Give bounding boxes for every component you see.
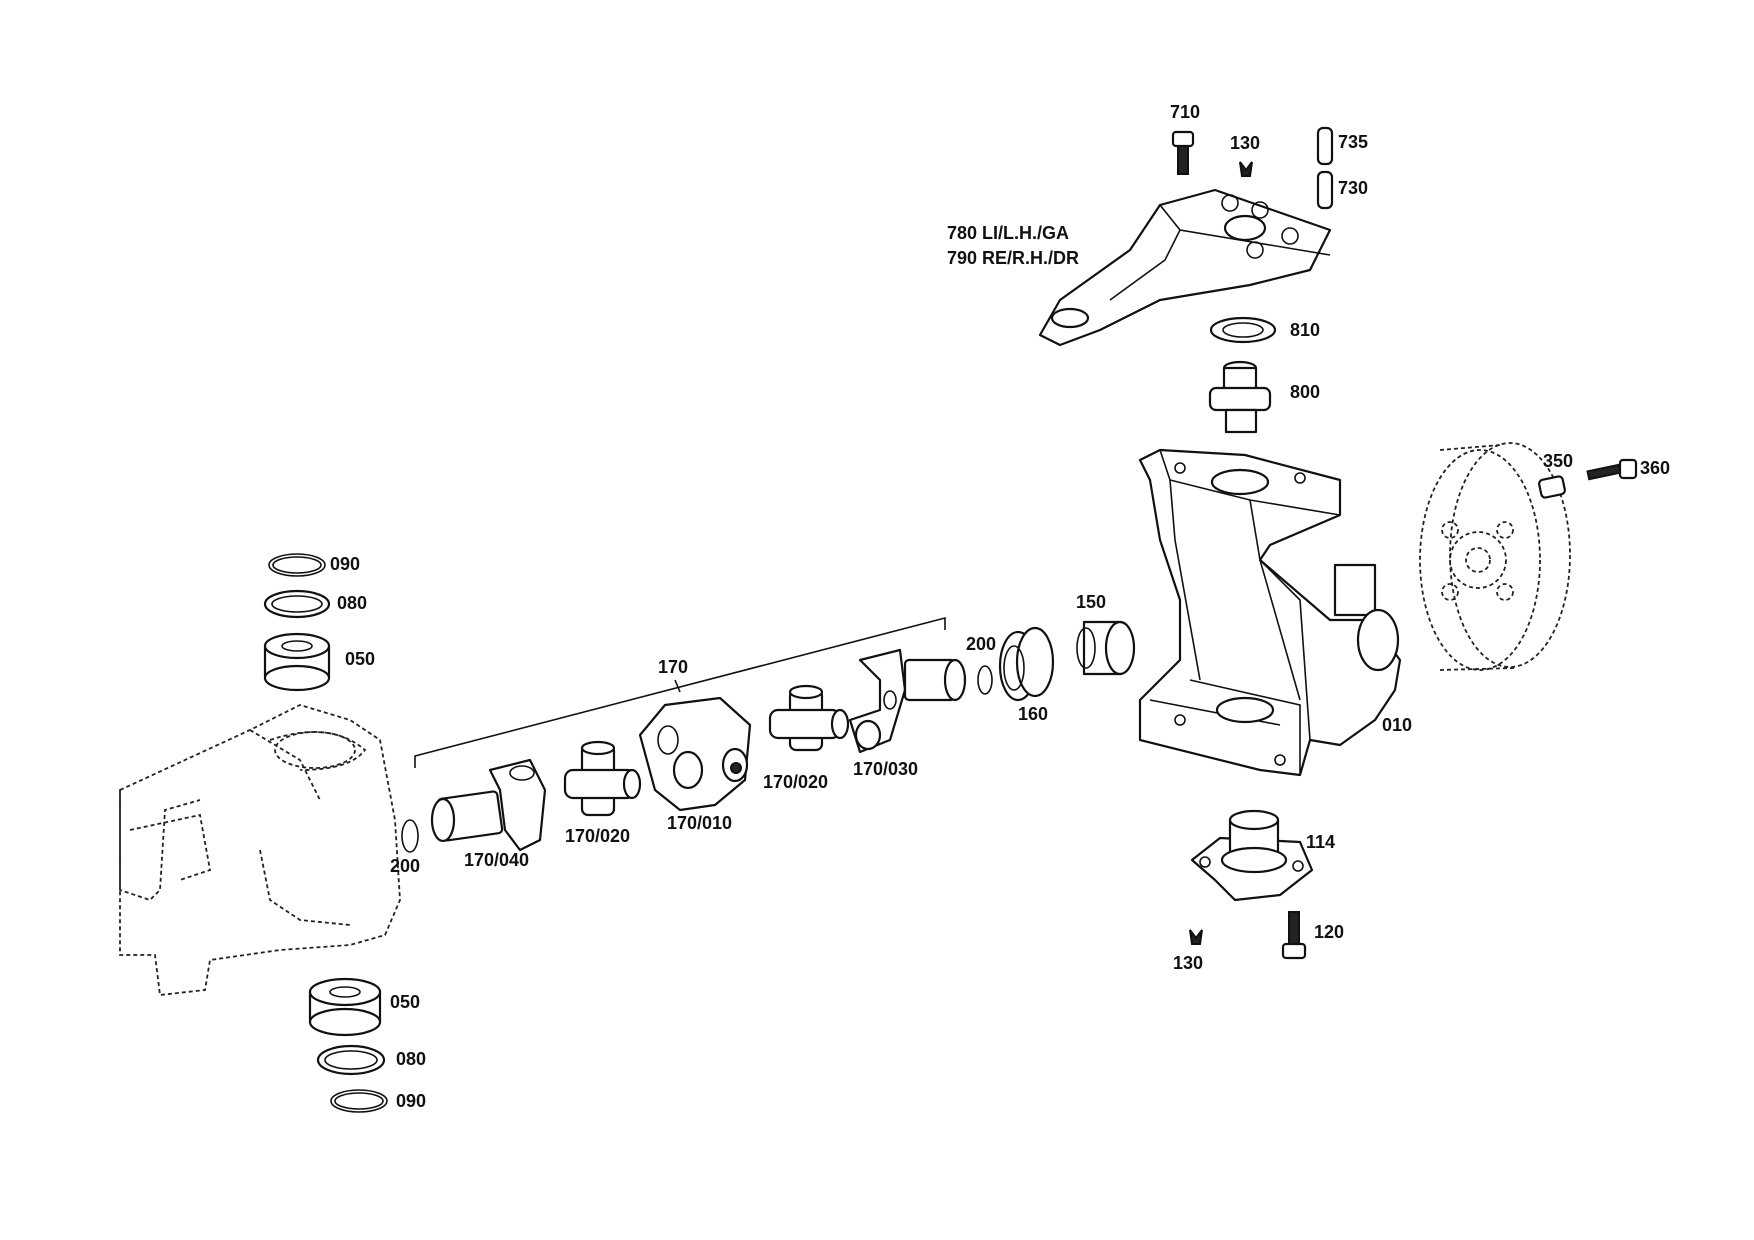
steering-arm [1038,188,1332,347]
label-200-right: 200 [966,634,996,654]
label-080-bottom: 080 [396,1049,426,1069]
label-010: 010 [1382,715,1412,735]
seal-160 [998,626,1055,702]
label-790: 790 RE/R.H./DR [947,248,1079,268]
label-735: 735 [1338,132,1368,152]
label-090-top: 090 [330,554,360,574]
grease-nipple-130-bottom [1189,929,1203,945]
part-labels: 710 130 735 730 780 LI/L.H./GA 790 RE/R.… [330,102,1670,1111]
label-730: 730 [1338,178,1368,198]
label-050-top: 050 [345,649,375,669]
o-ring-090-bottom [330,1089,388,1113]
wheel-hub-outline [1419,442,1571,671]
o-ring-090-top [268,553,326,577]
label-114: 114 [1306,832,1335,852]
pin-735 [1316,126,1334,166]
lower-king-pin-114 [1190,809,1314,902]
label-170-020-right: 170/020 [763,772,828,792]
label-170-030: 170/030 [853,759,918,779]
label-170-040: 170/040 [464,850,529,870]
pin-730 [1316,170,1334,210]
steering-knuckle-010 [1138,448,1402,777]
label-200-left: 200 [390,856,420,876]
label-170-020-left: 170/020 [565,826,630,846]
cross-170-020-right [768,684,850,752]
label-800: 800 [1290,382,1320,402]
bearing-050-bottom [308,977,382,1037]
label-050-bottom: 050 [390,992,420,1012]
king-pin-800 [1208,360,1272,434]
yoke-170-040 [430,758,547,852]
snap-ring-200-right [977,665,993,695]
label-350: 350 [1543,451,1573,471]
needle-bearing-150 [1076,620,1136,676]
label-130-top: 130 [1230,133,1260,153]
label-170-010: 170/010 [667,813,732,833]
label-160: 160 [1018,704,1048,724]
bolt-710 [1171,130,1195,175]
label-090-bottom: 090 [396,1091,426,1111]
bearing-050-top [263,632,331,692]
label-120: 120 [1314,922,1344,942]
drive-shaft-170-bracket [414,616,946,768]
yoke-170-030 [848,648,967,754]
label-130-bottom: 130 [1173,953,1203,973]
label-170: 170 [658,657,688,677]
label-710: 710 [1170,102,1200,122]
bolt-360 [1586,458,1638,481]
label-360: 360 [1640,458,1670,478]
label-080-top: 080 [337,593,367,613]
axle-housing-outline [119,704,401,996]
label-810: 810 [1290,320,1320,340]
snap-ring-200-left [401,819,419,853]
label-150: 150 [1076,592,1106,612]
double-yoke-170-010 [638,696,752,812]
washer-810 [1209,316,1277,344]
bolt-120 [1281,911,1307,960]
seal-080-bottom [316,1044,386,1076]
grease-nipple-130-top [1239,161,1253,177]
seal-080-top [263,589,331,619]
label-780: 780 LI/L.H./GA [947,223,1069,243]
cross-170-020-left [563,740,642,817]
set-screw-350 [1538,475,1566,499]
